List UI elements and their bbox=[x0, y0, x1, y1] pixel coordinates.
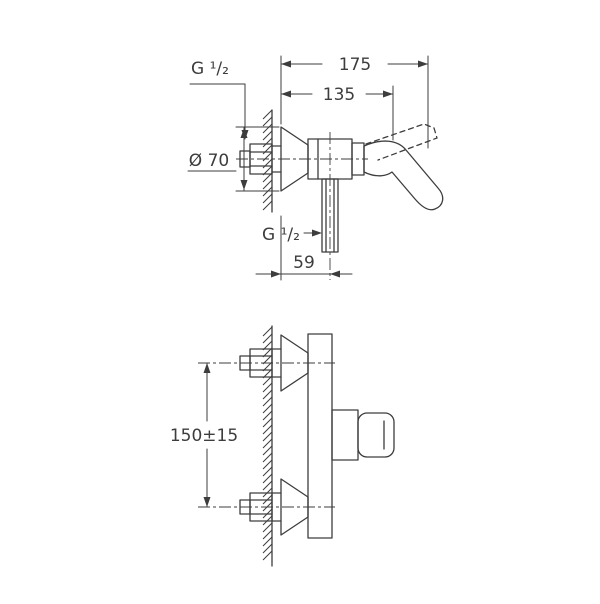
side-view-labels: G ¹/₂ 175 135 Ø 70 G ¹/₂ 59 bbox=[189, 55, 371, 273]
label-inlet-thread: G ¹/₂ bbox=[191, 59, 229, 79]
label-escutcheon-diameter: Ø 70 bbox=[189, 151, 229, 171]
lever-handle-front bbox=[331, 409, 395, 461]
union-nut-side bbox=[249, 143, 273, 175]
side-view-arrowheads bbox=[240, 60, 428, 278]
front-view-labels: 150±15 bbox=[170, 426, 238, 446]
wall-hatch-front bbox=[262, 326, 273, 561]
front-view bbox=[239, 325, 395, 567]
label-connection-distance: 150±15 bbox=[170, 426, 238, 446]
front-view-arrowheads bbox=[203, 363, 211, 507]
label-total-depth: 175 bbox=[339, 55, 371, 75]
lever-handle-side bbox=[363, 140, 444, 211]
leader-inlet-thread bbox=[189, 83, 246, 137]
lever-handle-alt-position bbox=[365, 123, 438, 161]
label-outlet-offset: 59 bbox=[293, 253, 315, 273]
label-depth-to-lever: 135 bbox=[323, 85, 355, 105]
front-view-centerlines bbox=[198, 362, 335, 508]
side-view-centerlines bbox=[236, 132, 368, 280]
wall-hatch-side bbox=[262, 109, 273, 211]
label-outlet-thread: G ¹/₂ bbox=[262, 225, 300, 245]
